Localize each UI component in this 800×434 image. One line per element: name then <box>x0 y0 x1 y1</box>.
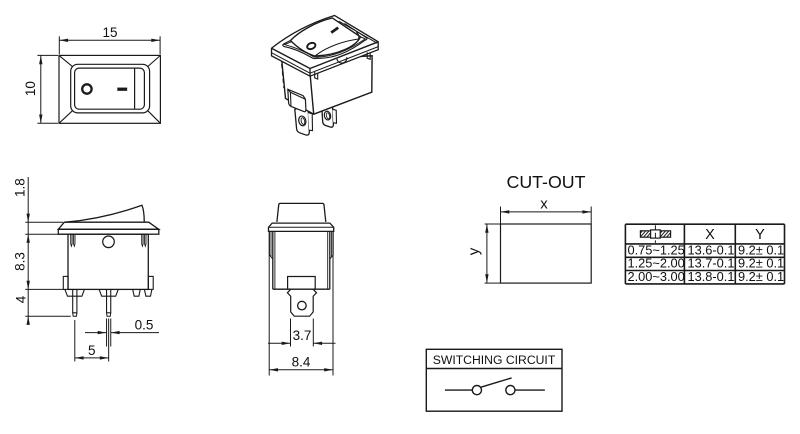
svg-text:13.6-0.1: 13.6-0.1 <box>688 242 735 257</box>
svg-text:CUT-OUT: CUT-OUT <box>506 172 585 192</box>
svg-text:X: X <box>705 227 715 243</box>
svg-text:Y: Y <box>755 227 765 243</box>
svg-text:x: x <box>540 195 548 212</box>
svg-text:y: y <box>466 247 483 255</box>
svg-text:4: 4 <box>14 295 29 303</box>
svg-text:13.7-0.1: 13.7-0.1 <box>688 256 735 271</box>
svg-text:9.2± 0.1: 9.2± 0.1 <box>738 242 784 257</box>
svg-text:0.5: 0.5 <box>135 318 154 333</box>
svg-text:10: 10 <box>23 81 38 96</box>
svg-text:2.00~3.00: 2.00~3.00 <box>628 269 685 284</box>
svg-text:8.4: 8.4 <box>292 354 311 369</box>
svg-text:5: 5 <box>88 343 96 358</box>
svg-text:9.2± 0.1: 9.2± 0.1 <box>738 269 784 284</box>
svg-text:SWITCHING CIRCUIT: SWITCHING CIRCUIT <box>433 353 556 367</box>
svg-text:1.25~2.00: 1.25~2.00 <box>628 256 685 271</box>
svg-text:0.75~1.25: 0.75~1.25 <box>628 242 685 257</box>
svg-text:13.8-0.1: 13.8-0.1 <box>688 269 735 284</box>
svg-text:3.7: 3.7 <box>293 328 312 343</box>
svg-text:15: 15 <box>102 25 117 40</box>
svg-text:9.2± 0.1: 9.2± 0.1 <box>738 256 784 271</box>
svg-text:1.8: 1.8 <box>13 178 28 197</box>
svg-text:8.3: 8.3 <box>13 252 28 271</box>
